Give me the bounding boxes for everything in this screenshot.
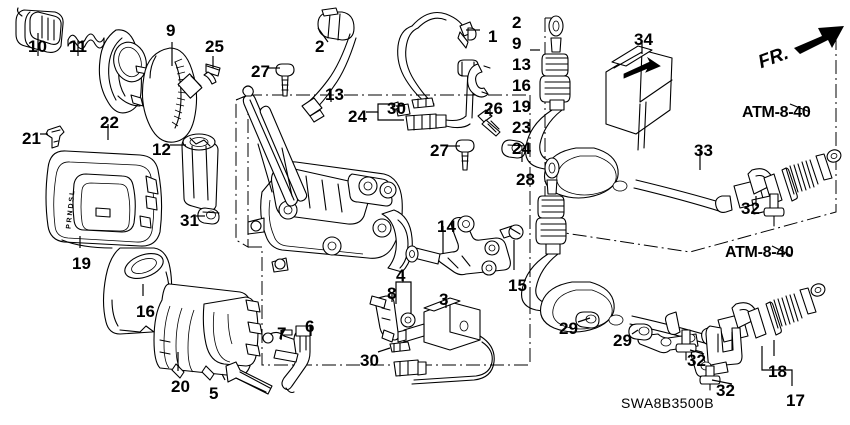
- part-33-shift-cable-lower: [521, 157, 719, 345]
- part-2-position-switch: [301, 7, 357, 123]
- arrow-right-icon: [794, 26, 844, 54]
- callout-34: 34: [634, 30, 653, 49]
- leader-lines: [37, 27, 811, 386]
- part-9-shift-knob: [141, 47, 203, 143]
- shared-number-item: 16: [512, 76, 531, 95]
- callout-11: 11: [69, 37, 87, 56]
- callout-29-a: 29: [559, 319, 578, 338]
- atm-label-upper: ATM-8-40: [742, 104, 811, 121]
- part-34-control-unit: [605, 45, 673, 151]
- callout-25: 25: [205, 37, 224, 56]
- callout-29-b: 29: [613, 331, 632, 350]
- part-31-grommet: [197, 207, 220, 225]
- callout-12: 12: [152, 140, 171, 159]
- part-30-lower-clip: [389, 341, 411, 353]
- callout-28: 28: [516, 170, 535, 189]
- callout-20: 20: [171, 377, 190, 396]
- part-21-clip: [45, 125, 65, 149]
- callout-2-left: 2: [315, 37, 325, 56]
- callout-1: 1: [488, 27, 498, 46]
- drawing-part-number: SWA8B3500B: [621, 395, 714, 411]
- part-6-detent-lever: [273, 325, 311, 394]
- part-16-wire-clip: [467, 63, 491, 98]
- part-29-grommet-b: [628, 323, 653, 341]
- part-1-connector: [397, 11, 477, 105]
- callout-15: 15: [508, 276, 527, 295]
- shared-number-item: 23: [512, 118, 531, 137]
- part-4-washer: [400, 312, 416, 328]
- atm-label-lower: ATM-8-40: [725, 244, 794, 261]
- callout-16: 16: [136, 302, 155, 321]
- callout-10: 10: [28, 37, 47, 56]
- callout-5: 5: [209, 384, 219, 403]
- callout-21: 21: [22, 129, 41, 148]
- callout-31: 31: [180, 211, 199, 230]
- indicator-gear-letters: P R N D S L: [66, 190, 77, 230]
- part-19-indicator-panel: P R N D S L: [45, 150, 163, 249]
- shared-number-item: 24: [512, 139, 531, 158]
- part-29-grommet-a: [575, 311, 600, 329]
- part-12-rod-sleeve: [181, 133, 219, 212]
- callout-22: 22: [100, 113, 119, 132]
- callout-9: 9: [166, 21, 176, 40]
- shared-number-item: 2: [512, 13, 522, 32]
- part-25-screw: [203, 63, 221, 85]
- callout-19: 19: [72, 254, 91, 273]
- shared-number-item: 13: [512, 55, 531, 74]
- part-28-grommet: [501, 139, 527, 159]
- callout-30-lower: 30: [360, 351, 379, 370]
- part-15-bolt: [499, 224, 524, 240]
- part-32-bolt-upper: [763, 193, 785, 227]
- callout-14: 14: [437, 217, 456, 236]
- callout-8: 8: [387, 284, 397, 303]
- callout-3: 3: [439, 290, 449, 309]
- part-11-spring: [67, 33, 105, 50]
- part-8-lock-pawl: [369, 295, 400, 343]
- callout-7: 7: [277, 324, 287, 343]
- part-5-pin: [225, 361, 273, 395]
- callout-18: 18: [768, 362, 787, 381]
- callout-26: 26: [484, 99, 503, 118]
- part-13-shift-lever-assembly: [242, 85, 413, 273]
- callout-30-upper: 30: [387, 99, 406, 118]
- part-14-cable-bracket: [405, 215, 511, 276]
- callout-4: 4: [396, 266, 406, 285]
- callout-27-upper: 27: [251, 62, 270, 81]
- callout-32-lower-a: 32: [687, 351, 706, 370]
- shared-number-item: 19: [512, 97, 531, 116]
- callout-32-upper: 32: [741, 199, 760, 218]
- callout-33: 33: [694, 141, 713, 160]
- part-3-shift-lock-solenoid: [397, 297, 495, 385]
- shared-parts-number-list: 2 9 13 16 19 23 24: [512, 14, 531, 161]
- callout-32-lower-b: 32: [716, 381, 735, 400]
- callout-13: 13: [325, 85, 344, 104]
- callout-17: 17: [786, 391, 805, 410]
- part-27-bolt-upper: [275, 63, 295, 97]
- part-16-console-cover: [102, 247, 173, 335]
- part-27-bolt-lower: [455, 139, 475, 171]
- part-connector-lower: [393, 359, 427, 377]
- part-7-spring-pin: [262, 329, 297, 344]
- callout-24: 24: [348, 107, 367, 126]
- part-33-shift-cable-upper: [525, 15, 733, 213]
- callout-27-lower: 27: [430, 141, 449, 160]
- part-32-bolt-lower-b: [699, 365, 721, 391]
- part-20-console-bracket: [153, 283, 263, 381]
- part-26-bolt: [477, 109, 501, 137]
- svg-text:P R N D S L: P R N D S L: [66, 190, 77, 230]
- shared-number-item: 9: [512, 34, 522, 53]
- callout-6: 6: [305, 317, 315, 336]
